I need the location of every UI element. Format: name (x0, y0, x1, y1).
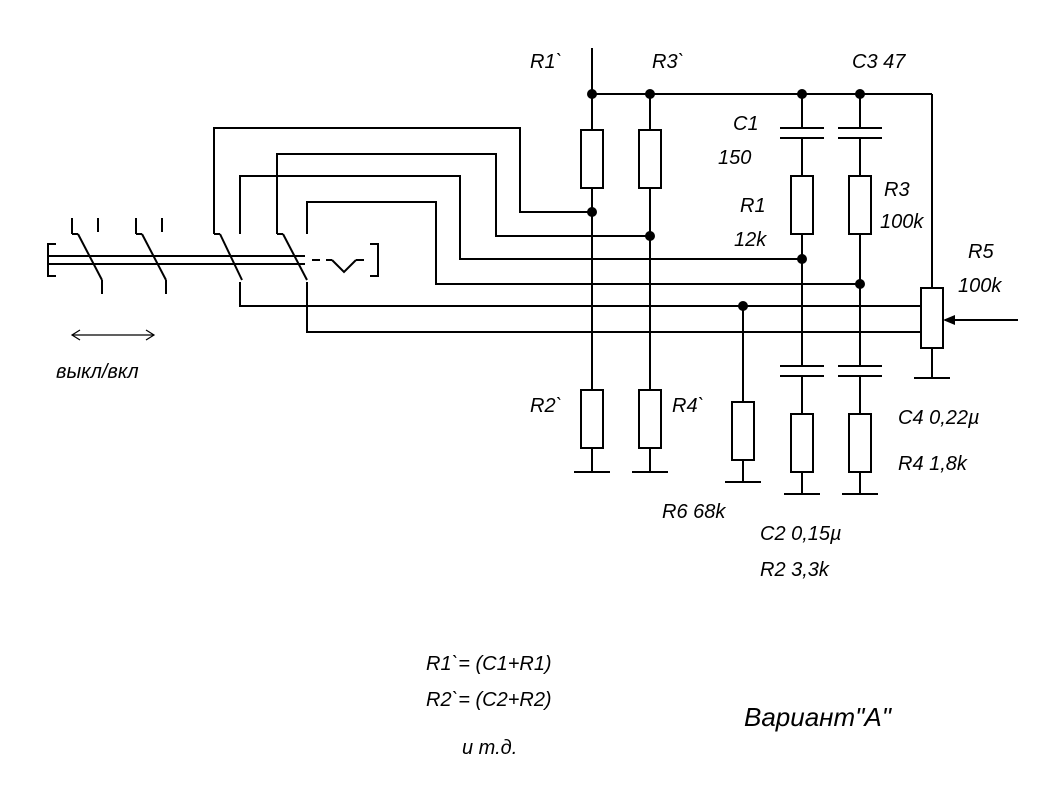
label-r1-value: 12k (734, 229, 767, 251)
resistor-r2 (790, 413, 814, 473)
resistor-r4p (638, 389, 662, 449)
label-c2: C2 0,15µ (760, 523, 842, 545)
resistor-r4 (848, 413, 872, 473)
switch-wiring (213, 127, 921, 333)
column-r1p-r2p (574, 94, 610, 473)
resistor-r3 (848, 175, 872, 235)
potentiometer-r5 (914, 287, 1018, 379)
label-c4: C4 0,22µ (898, 407, 980, 429)
label-c3: C3 47 (852, 51, 906, 73)
resistor-r1 (790, 175, 814, 235)
note-r1p-definition: R1`= (C1+R1) (426, 653, 552, 675)
label-r3p: R3` (652, 51, 684, 73)
label-r1: R1 (740, 195, 766, 217)
junction-dots (587, 89, 865, 311)
label-r5: R5 (968, 241, 994, 263)
label-r1p: R1` (530, 51, 562, 73)
column-c1-r1-c2-r2 (780, 94, 824, 495)
resistor-r6 (731, 401, 755, 461)
column-r3p-r4p (632, 94, 668, 473)
resistor-r1p (580, 129, 604, 189)
label-r3-value: 100k (880, 211, 924, 233)
column-r6 (725, 306, 761, 483)
resistor-r2p (580, 389, 604, 449)
multi-pole-switch (47, 218, 379, 341)
variant-title: Вариант"A" (744, 702, 893, 732)
label-r6: R6 68k (662, 501, 726, 523)
label-r2: R2 3,3k (760, 559, 830, 581)
column-c3-r3-c4-r4 (838, 94, 882, 495)
label-r4p: R4` (672, 395, 704, 417)
note-etc: и т.д. (462, 737, 517, 759)
label-switch: выкл/вкл (56, 361, 139, 383)
resistor-r3p (638, 129, 662, 189)
label-r5-value: 100k (958, 275, 1002, 297)
label-c1-value: 150 (718, 147, 751, 169)
label-r3: R3 (884, 179, 910, 201)
label-r2p: R2` (530, 395, 562, 417)
label-r4: R4 1,8k (898, 453, 968, 475)
note-r2p-definition: R2`= (C2+R2) (426, 689, 552, 711)
label-c1: C1 (733, 113, 759, 135)
